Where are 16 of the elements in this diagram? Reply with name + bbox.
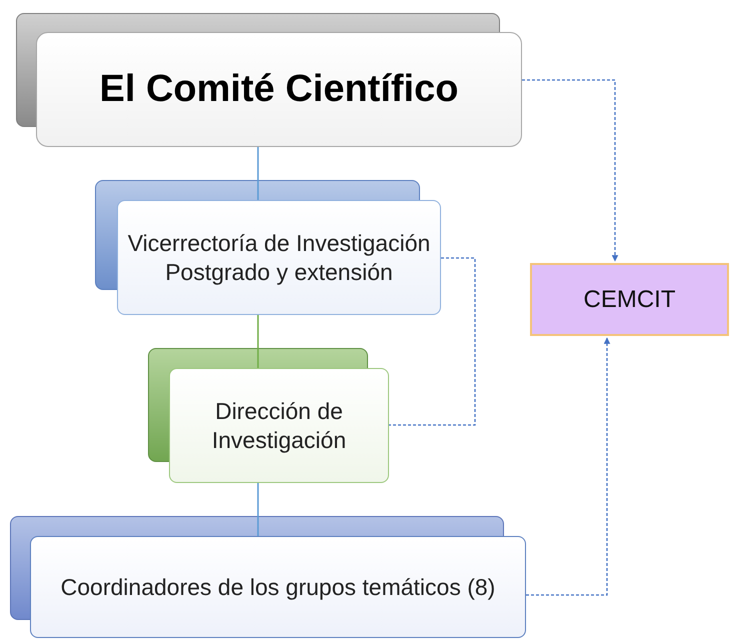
target-box [530, 263, 729, 336]
node-label: CEMCIT [584, 284, 676, 314]
org-box [117, 200, 441, 315]
org-box [169, 368, 389, 483]
node-label: Dirección de Investigación [210, 396, 348, 454]
title-box [36, 32, 522, 147]
node-label: Coordinadores de los grupos temáticos (8) [60, 572, 496, 602]
connector-line [257, 483, 259, 536]
connector-line [257, 147, 259, 200]
connector-line [389, 257, 476, 426]
connector-line [257, 315, 259, 368]
org-box [30, 536, 526, 638]
node-label: El Comité Científico [100, 66, 458, 112]
node-label: Vicerrectoría de Investigación Postgrado y extensión [126, 228, 432, 286]
arrow [522, 79, 618, 262]
arrow [526, 337, 610, 596]
